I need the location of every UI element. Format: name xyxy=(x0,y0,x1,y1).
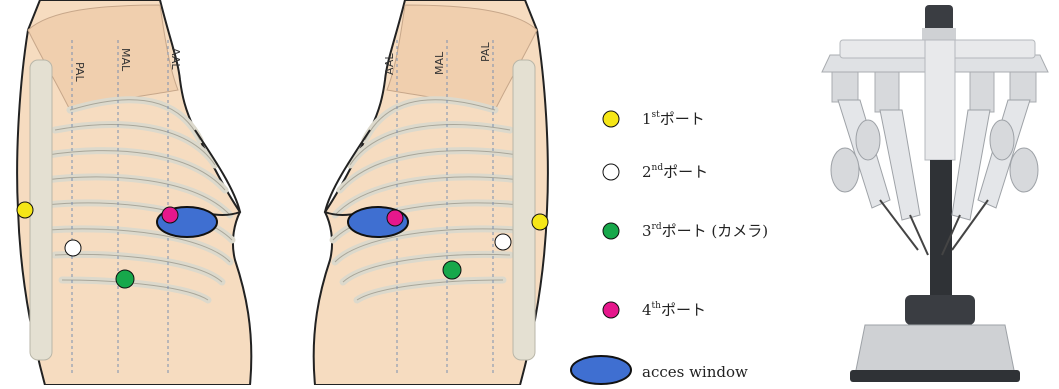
right-port-2 xyxy=(495,234,511,250)
right-label-pal: PAL xyxy=(479,42,492,62)
blue-ellipse-icon xyxy=(568,352,634,388)
legend-item-port-1: 1stポート xyxy=(580,106,820,130)
right-port-4 xyxy=(387,210,403,226)
right-label-mal: MAL xyxy=(433,51,446,75)
legend-item-access-window: acces window xyxy=(580,360,820,384)
legend-item-port-2: 2ndポート xyxy=(580,159,820,183)
legend-label-port-1: 1stポート xyxy=(642,108,705,129)
green-circle-icon xyxy=(600,220,622,242)
legend-label-port-3: 3rdポート (カメラ) xyxy=(642,220,768,241)
surgical-robot-image xyxy=(810,0,1059,385)
left-torso-diagram: PAL MAL AAL xyxy=(0,0,290,385)
left-label-pal: PAL xyxy=(73,62,86,82)
right-torso-diagram: AAL MAL PAL xyxy=(290,0,565,385)
yellow-circle-icon xyxy=(600,108,622,130)
left-port-2 xyxy=(65,240,81,256)
legend-item-port-4: 4thポート xyxy=(580,297,820,321)
white-circle-icon xyxy=(600,161,622,183)
left-port-4 xyxy=(162,207,178,223)
legend: 1stポート 2ndポート 3rdポート (カメラ) 4thポート acces … xyxy=(580,0,820,385)
left-port-1 xyxy=(17,202,33,218)
left-label-aal: AAL xyxy=(169,48,182,70)
legend-label-port-4: 4thポート xyxy=(642,299,706,320)
left-port-3 xyxy=(116,270,134,288)
magenta-circle-icon xyxy=(600,299,622,321)
right-port-1 xyxy=(532,214,548,230)
left-label-mal: MAL xyxy=(119,48,132,72)
right-spine xyxy=(513,60,535,360)
right-label-aal: AAL xyxy=(383,53,396,75)
legend-item-port-3: 3rdポート (カメラ) xyxy=(580,218,820,242)
right-port-3 xyxy=(443,261,461,279)
legend-label-port-2: 2ndポート xyxy=(642,161,708,182)
legend-label-access-window: acces window xyxy=(642,363,748,381)
